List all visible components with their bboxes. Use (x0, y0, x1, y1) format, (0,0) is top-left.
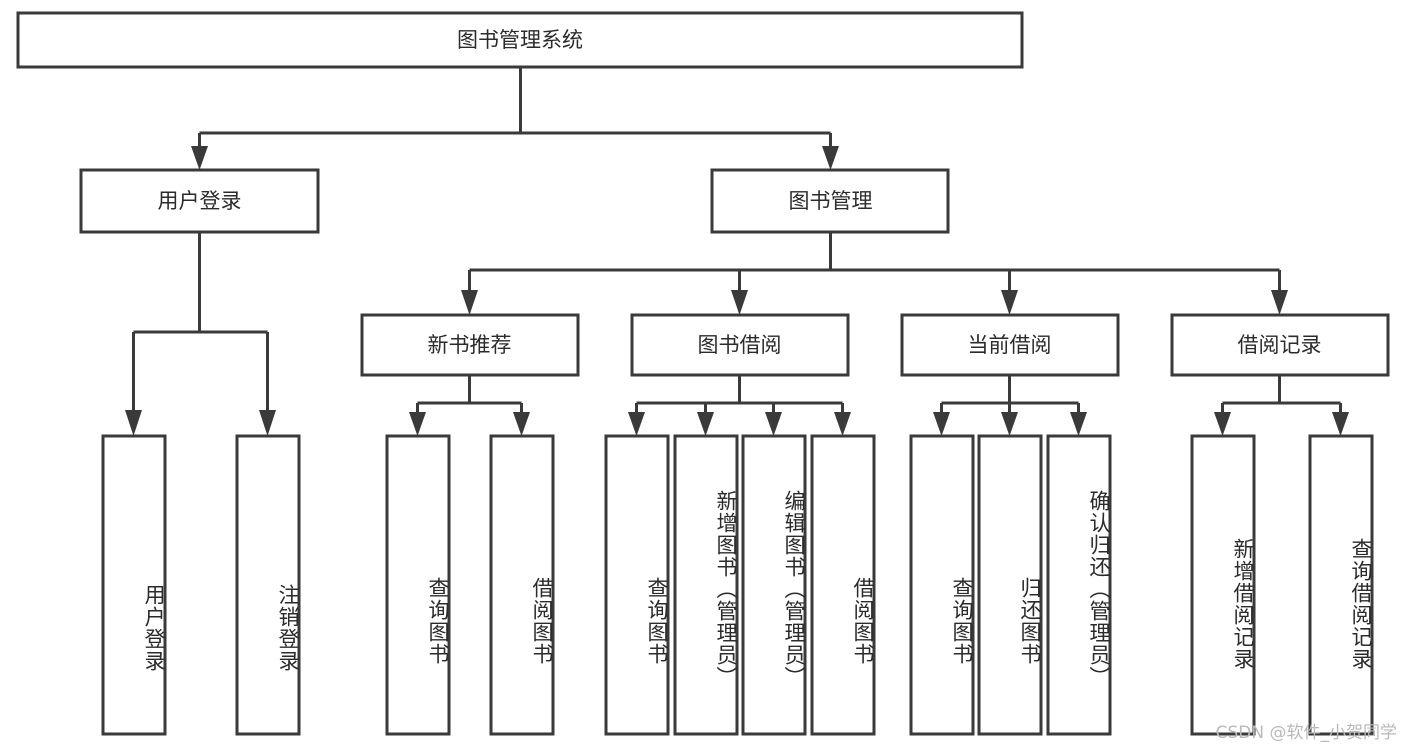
leaf-confirm-return-rect[interactable] (1046, 434, 1112, 736)
leaf-edit-book-rect[interactable] (741, 434, 807, 736)
arrow-head-leaf-add-record (1214, 412, 1231, 436)
node-user-login[interactable]: 用户登录 (79, 168, 320, 234)
arrow-head-leaf-add-book (697, 412, 714, 436)
leaf-return-book-rect[interactable] (977, 434, 1043, 736)
leaf-borrow-book-2-rect[interactable] (810, 434, 876, 736)
node-book-borrow-label: 图书借阅 (698, 333, 782, 357)
leaf-query-book-2-rect[interactable] (604, 434, 670, 736)
node-book-manage-label: 图书管理 (789, 189, 873, 213)
arrow-head-leaf-logout (259, 410, 276, 436)
arrow-head-leaf-confirm-return (1070, 412, 1087, 436)
arrow-head-leaf-edit-book (765, 412, 782, 436)
leaf-query-book-1-rect[interactable] (385, 434, 451, 736)
node-new-book-rec[interactable]: 新书推荐 (360, 313, 580, 377)
arrow-head-new-book-rec (461, 290, 478, 315)
arrow-head-leaf-borrow-book-2 (834, 412, 851, 436)
leaf-logout-rect[interactable] (235, 434, 301, 736)
leaf-user-login-rect[interactable] (101, 434, 167, 736)
node-user-login-label: 用户登录 (158, 189, 242, 213)
node-user-login-rect[interactable] (79, 168, 320, 234)
arrow-head-leaf-return-book (1001, 412, 1018, 436)
arrow-head-bookmanage (822, 146, 839, 170)
leaf-borrow-book-1-rect[interactable] (489, 434, 555, 736)
arrow-head-current-borrow (1001, 290, 1018, 315)
node-current-borrow[interactable]: 当前借阅 (900, 313, 1120, 377)
leaf-add-record-rect[interactable] (1190, 434, 1256, 736)
arrow-head-leaf-borrow-book-1 (513, 412, 530, 436)
node-book-manage[interactable]: 图书管理 (710, 168, 950, 234)
arrow-head-leaf-query-record (1332, 412, 1349, 436)
csdn-watermark: CSDN @软件_小贺同学 (1215, 723, 1397, 743)
arrow-head-leaf-user-login (125, 410, 142, 436)
node-book-manage-rect[interactable] (710, 168, 950, 234)
leaf-nodes-group (101, 434, 1374, 736)
node-root-label: 图书管理系统 (457, 28, 583, 52)
arrow-head-leaf-query-book-3 (933, 412, 950, 436)
arrow-head-leaf-query-book-2 (628, 412, 645, 436)
node-new-book-rec-rect[interactable] (360, 313, 580, 377)
arrow-head-book-borrow (731, 290, 748, 315)
node-current-borrow-label: 当前借阅 (968, 333, 1052, 357)
node-new-book-rec-label: 新书推荐 (428, 333, 512, 357)
node-current-borrow-rect[interactable] (900, 313, 1120, 377)
node-borrow-record-label: 借阅记录 (1238, 333, 1322, 357)
node-root[interactable]: 图书管理系统 (16, 11, 1024, 69)
node-root-rect[interactable] (16, 11, 1024, 69)
arrow-head-userlogin (191, 146, 208, 170)
arrow-head-borrow-record (1271, 290, 1288, 315)
leaf-add-book-rect[interactable] (673, 434, 739, 736)
node-book-borrow-rect[interactable] (630, 313, 850, 377)
connectors-group (125, 67, 1349, 436)
leaf-query-book-3-rect[interactable] (909, 434, 975, 736)
node-borrow-record[interactable]: 借阅记录 (1170, 313, 1390, 377)
arrow-head-leaf-query-book-1 (409, 412, 426, 436)
leaf-query-record-rect[interactable] (1308, 434, 1374, 736)
node-borrow-record-rect[interactable] (1170, 313, 1390, 377)
node-book-borrow[interactable]: 图书借阅 (630, 313, 850, 377)
